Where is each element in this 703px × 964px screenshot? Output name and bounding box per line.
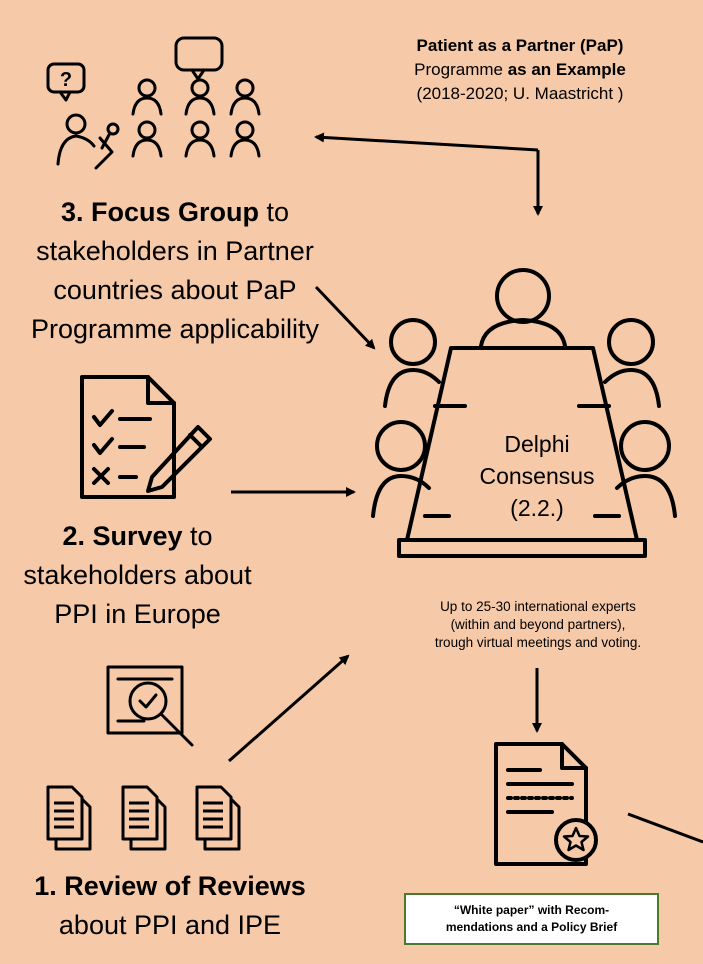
survey-line3: PPI in Europe	[54, 599, 221, 629]
pap-note: Patient as a Partner (PaP) Programme as …	[370, 34, 670, 106]
svg-text:?: ?	[60, 69, 72, 91]
document-stack-icon	[44, 783, 96, 853]
focus-group-line3: countries about PaP	[53, 275, 297, 305]
white-paper-box: “White paper” with Recom- mendations and…	[404, 893, 659, 945]
pap-line2-bold: as an Example	[507, 60, 626, 79]
arrow-pap-to-focus-group	[314, 132, 539, 152]
review-line2: about PPI and IPE	[58, 910, 282, 940]
review-text: 1. Review of Reviews about PPI and IPE	[0, 867, 340, 945]
focus-group-number: 3. Focus Group	[60, 197, 259, 227]
delphi-line2: Consensus	[479, 463, 595, 489]
pap-line3: (2018-2020; U. Maastricht )	[416, 84, 624, 103]
delphi-line1: Delphi	[504, 431, 570, 457]
pap-title: Patient as a Partner (PaP)	[416, 36, 624, 55]
document-stack-icon	[193, 783, 245, 853]
arrow-whitepaper-out	[627, 812, 703, 844]
survey-text: 2. Survey to stakeholders about PPI in E…	[0, 517, 275, 634]
white-paper-line2: mendations and a Policy Brief	[445, 920, 618, 934]
delphi-line3: (2.2.)	[510, 495, 564, 521]
survey-line2: stakeholders about	[23, 560, 252, 590]
meeting-table-icon	[355, 266, 685, 576]
document-stack-icon	[119, 783, 171, 853]
arrow-focus-to-delphi	[314, 285, 376, 350]
focus-group-icon: ?	[30, 32, 265, 192]
white-paper-icon	[492, 740, 604, 868]
focus-group-line2: stakeholders in Partner	[36, 236, 314, 266]
delphi-text: Delphi Consensus (2.2.)	[457, 428, 617, 524]
review-magnifier-icon	[104, 663, 204, 753]
survey-checklist-icon	[78, 373, 218, 503]
survey-number: 2. Survey	[62, 521, 183, 551]
arrow-review-to-delphi	[228, 654, 350, 763]
focus-group-text: 3. Focus Group to stakeholders in Partne…	[10, 193, 340, 349]
focus-group-line4: Programme applicability	[30, 314, 320, 344]
review-number: 1. Review of Reviews	[34, 871, 306, 901]
pap-line2: Programme	[414, 60, 508, 79]
white-paper-line1: “White paper” with Recom-	[453, 903, 610, 917]
experts-note: Up to 25-30 international experts (withi…	[434, 599, 642, 650]
